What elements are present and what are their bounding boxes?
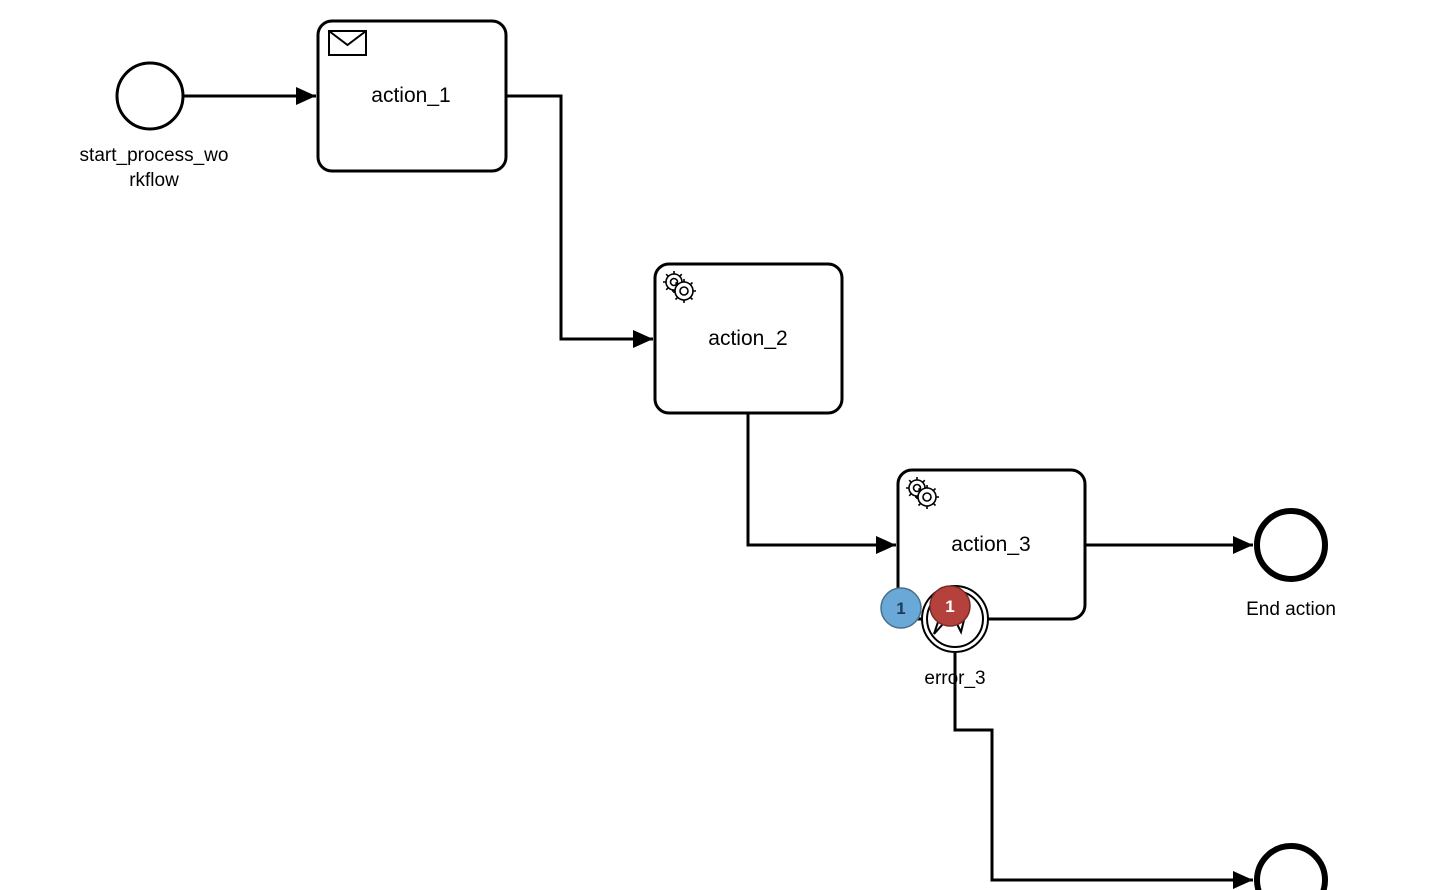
flow-error-3-to-end[interactable]	[953, 653, 1253, 889]
task-action-1[interactable]: action_1	[316, 19, 508, 173]
badge-red-count: 1	[945, 597, 954, 616]
end-event-error[interactable]	[1254, 843, 1328, 890]
gear-icon	[906, 477, 939, 509]
gear-icon	[663, 271, 696, 303]
end-event-end-action[interactable]	[1254, 508, 1328, 582]
task-action-3[interactable]: action_3	[896, 468, 1087, 621]
end-event-label: End action	[1246, 599, 1336, 620]
badge-blue[interactable]: 1	[880, 587, 922, 629]
start-event-label-line1: start_process_wo	[80, 145, 229, 166]
start-event-label-line2: rkflow	[129, 170, 179, 191]
task-action-2-label: action_2	[708, 327, 787, 350]
task-action-2[interactable]: action_2	[653, 262, 844, 415]
boundary-event-label: error_3	[924, 668, 985, 689]
flow-action-2-to-action-3[interactable]	[746, 414, 896, 554]
badge-red[interactable]: 1	[929, 585, 971, 627]
flow-action-1-to-action-2[interactable]	[507, 94, 653, 348]
sequence-flows	[184, 87, 1253, 889]
envelope-icon	[328, 30, 367, 56]
start-event[interactable]	[115, 61, 185, 131]
badge-blue-count: 1	[896, 599, 905, 618]
task-action-1-label: action_1	[371, 84, 450, 107]
task-action-3-label: action_3	[951, 533, 1030, 556]
